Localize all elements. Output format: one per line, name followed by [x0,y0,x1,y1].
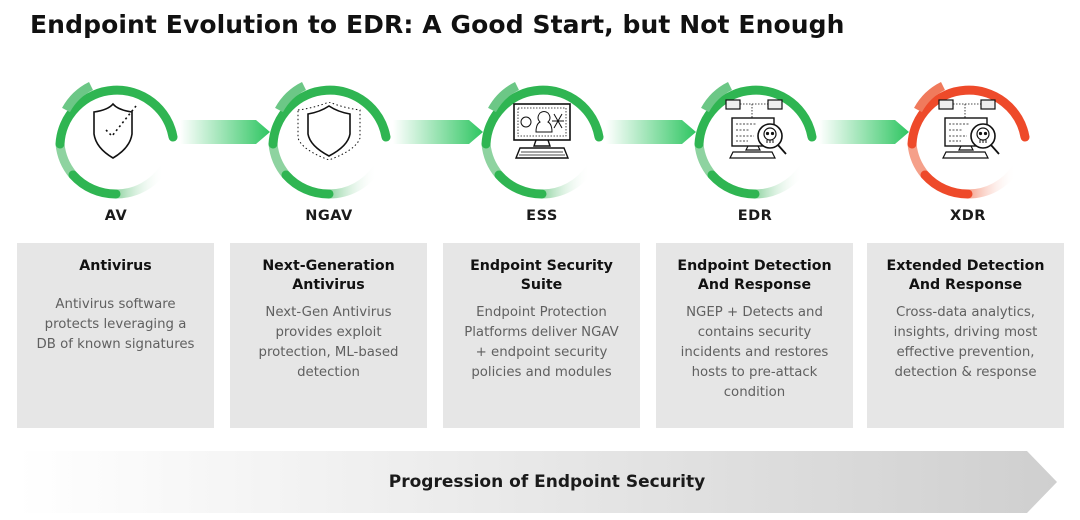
card-antivirus: Antivirus Antivirus software protects le… [17,243,214,428]
stage-xdr: XDR [903,72,1033,242]
stage-abbr: ESS [526,208,558,224]
stage-ngav: NGAV [264,72,394,242]
arrow-connector [819,120,909,144]
page-title: Endpoint Evolution to EDR: A Good Start,… [30,10,845,39]
progression-label: Progression of Endpoint Security [388,472,706,492]
card-title: Antivirus [79,258,152,274]
shield-check-icon [93,102,137,159]
card-description: Endpoint Protection Platforms deliver NG… [464,305,619,380]
computer-skull-magnifier-icon [725,99,787,159]
computer-skull-magnifier-icon [938,99,1000,159]
progression-arrow-shape [17,451,1057,513]
arrow-connector [393,120,483,144]
card-endpoint-security-suite: Endpoint Security Suite Endpoint Protect… [443,243,640,428]
card-title: Next-Generation Antivirus [262,258,395,293]
progress-ring [694,81,817,199]
stage-abbr: EDR [737,208,773,224]
progress-ring [55,81,178,199]
computer-threats-icon [513,103,571,159]
card-title: Endpoint Security Suite [470,258,613,293]
arrow-connector [606,120,696,144]
progress-ring [268,81,391,199]
card-description: Cross-data analytics, insights, driving … [893,305,1038,380]
stage-edr: EDR [690,72,820,242]
arrow-connector [180,120,270,144]
card-description: NGEP + Detects and contains security inc… [680,305,829,400]
stage-abbr: XDR [950,208,986,224]
stage-av: AV [51,72,181,242]
stage-abbr: AV [104,208,128,224]
card-title: Endpoint Detection And Response [677,258,832,293]
card-title: Extended Detection And Response [886,258,1045,293]
card-extended-detection-and-response: Extended Detection And Response Cross-da… [867,243,1064,428]
progress-ring [907,81,1030,199]
stage-abbr: NGAV [305,208,353,224]
shield-dotted-outline-icon [297,102,361,160]
card-description: Antivirus software protects leveraging a… [36,297,195,352]
card-description: Next-Gen Antivirus provides exploit prot… [258,305,399,380]
progress-ring [481,81,604,199]
card-endpoint-detection-and-response: Endpoint Detection And Response NGEP + D… [656,243,853,428]
progression-arrow: Progression of Endpoint Security [17,451,1059,513]
stage-ess: ESS [477,72,607,242]
card-next-generation-antivirus: Next-Generation Antivirus Next-Gen Antiv… [230,243,427,428]
